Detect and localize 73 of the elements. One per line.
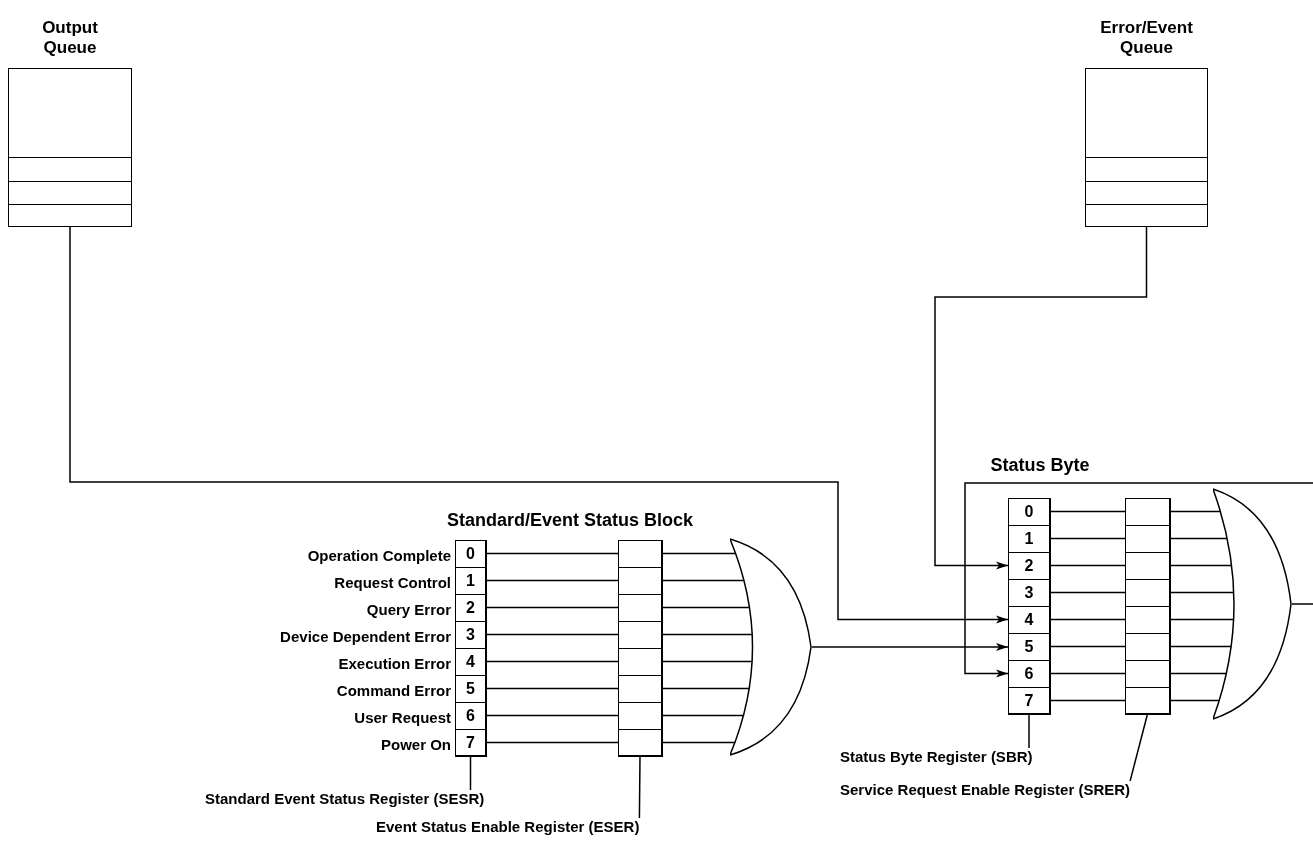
register bbox=[618, 540, 662, 756]
bit-number: 0 bbox=[465, 543, 476, 564]
connector-line bbox=[1049, 537, 1126, 540]
bit-number: 5 bbox=[465, 678, 476, 699]
bit-number: 4 bbox=[465, 651, 476, 672]
bit-number: 5 bbox=[1023, 636, 1035, 657]
connector-line bbox=[1169, 645, 1232, 648]
connector-line bbox=[661, 606, 751, 609]
arrow bbox=[69, 226, 1009, 624]
arrow bbox=[964, 482, 1313, 678]
connector-line bbox=[1291, 603, 1313, 605]
connector-line bbox=[1049, 672, 1126, 675]
queue-title: Output Queue bbox=[41, 18, 99, 58]
connector-line bbox=[1049, 699, 1126, 702]
arrow bbox=[811, 643, 1009, 651]
register-name: Standard Event Status Register (SESR) bbox=[205, 790, 485, 808]
leader-line bbox=[1129, 713, 1149, 782]
bit-number: 4 bbox=[1023, 609, 1035, 630]
bit-number: 2 bbox=[465, 597, 476, 618]
arrow bbox=[934, 226, 1148, 570]
connector-line bbox=[661, 741, 736, 744]
connector-line bbox=[661, 687, 750, 690]
register-cell bbox=[454, 728, 487, 757]
block-title: Standard/Event Status Block bbox=[446, 509, 694, 531]
bit-number: 6 bbox=[1023, 663, 1035, 684]
bit-label: Device Dependent Error bbox=[280, 627, 451, 644]
bit-number: 7 bbox=[1023, 690, 1035, 711]
connector-line bbox=[1049, 591, 1126, 594]
connector-line bbox=[485, 633, 619, 636]
connector-line bbox=[485, 579, 619, 582]
connector-line bbox=[485, 660, 619, 663]
or-gate-symbol bbox=[1213, 488, 1292, 720]
bit-label: Query Error bbox=[366, 600, 451, 617]
register-cell bbox=[1124, 686, 1171, 715]
connector-line bbox=[1049, 510, 1126, 513]
bit-number: 1 bbox=[1023, 528, 1035, 549]
connector-line bbox=[661, 660, 753, 663]
leader-line bbox=[638, 755, 641, 819]
connector-line bbox=[1049, 564, 1126, 567]
leader-line bbox=[1028, 713, 1030, 749]
connector-line bbox=[485, 606, 619, 609]
register-cell bbox=[1007, 686, 1051, 715]
bit-label: Command Error bbox=[336, 681, 451, 698]
bit-label: Power On bbox=[381, 735, 451, 752]
register-name: Service Request Enable Register (SRER) bbox=[840, 781, 1131, 799]
bit-number: 7 bbox=[465, 732, 476, 753]
bit-number: 1 bbox=[465, 570, 476, 591]
connector-line bbox=[485, 714, 619, 717]
bit-label: Execution Error bbox=[338, 654, 451, 671]
bit-number: 3 bbox=[1023, 582, 1035, 603]
queue-title: Error/Event Queue bbox=[1099, 18, 1194, 58]
bit-number: 0 bbox=[1023, 501, 1035, 522]
register-cell bbox=[617, 728, 663, 757]
bit-number: 3 bbox=[465, 624, 476, 645]
bit-label: Request Control bbox=[334, 573, 451, 590]
connector-line bbox=[485, 741, 619, 744]
bit-number: 6 bbox=[465, 705, 476, 726]
register bbox=[1125, 498, 1170, 714]
connector-line bbox=[661, 633, 753, 636]
connector-line bbox=[1049, 618, 1126, 621]
register bbox=[455, 540, 486, 756]
register bbox=[1008, 498, 1050, 714]
connector-line bbox=[485, 687, 619, 690]
bit-number: 2 bbox=[1023, 555, 1035, 576]
register-name: Status Byte Register (SBR) bbox=[840, 748, 1033, 766]
connector-line bbox=[485, 552, 619, 555]
block-title: Status Byte bbox=[990, 454, 1090, 476]
bit-label: Operation Complete bbox=[307, 546, 451, 563]
connector-line bbox=[1049, 645, 1126, 648]
or-gate-symbol bbox=[730, 538, 812, 756]
leader-line bbox=[469, 755, 472, 791]
bit-label: User Request bbox=[354, 708, 451, 725]
register-name: Event Status Enable Register (ESER) bbox=[376, 818, 640, 836]
